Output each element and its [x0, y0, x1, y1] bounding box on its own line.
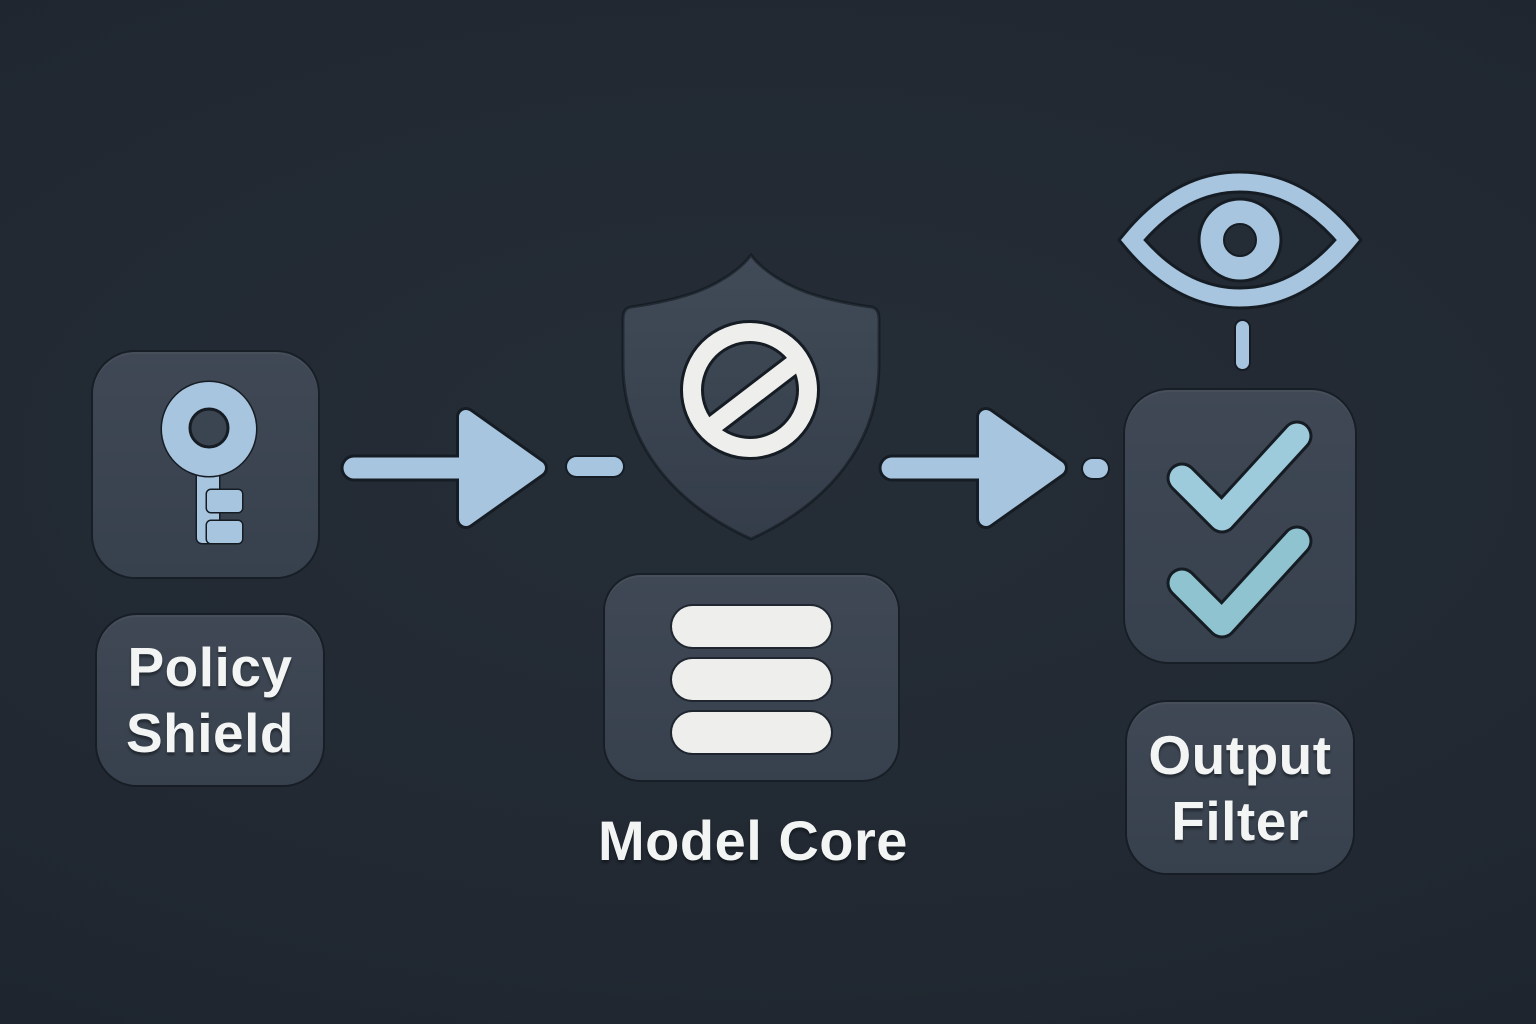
connector-dash — [1083, 459, 1108, 478]
vertical-connector-dash — [1236, 321, 1249, 369]
model-core-card — [605, 575, 898, 780]
policy-shield-label-text: Policy Shield — [125, 636, 295, 764]
model-core-label: Model Core — [598, 809, 908, 872]
key-icon — [160, 380, 258, 545]
connector-dash — [567, 457, 623, 476]
eye-icon — [1117, 170, 1363, 310]
arrow-right-icon — [878, 407, 1068, 529]
list-bar — [672, 712, 831, 753]
output-filter-label: Output Filter — [1127, 702, 1353, 873]
output-filter-checklist-card — [1125, 390, 1355, 662]
arrow-right-icon — [340, 407, 548, 529]
policy-shield-icon-card — [93, 352, 318, 577]
output-filter-label-text: Output Filter — [1148, 723, 1332, 852]
list-bar — [672, 606, 831, 647]
check-mark-bottom — [1169, 528, 1310, 636]
prohibition-shield-icon — [621, 253, 881, 541]
check-mark-top — [1169, 423, 1310, 531]
list-bar — [672, 659, 831, 700]
policy-shield-label: Policy Shield — [97, 615, 323, 785]
checklist-icon — [1166, 420, 1313, 639]
